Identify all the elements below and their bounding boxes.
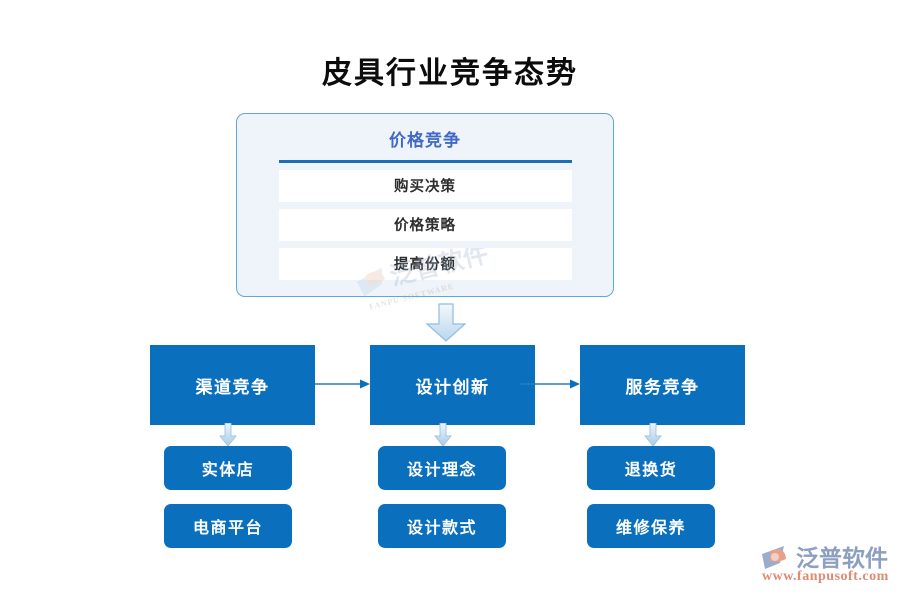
- card-list-item[interactable]: 价格策略: [278, 208, 572, 241]
- price-competition-card: 价格竞争 购买决策 价格策略 提高份额: [236, 113, 614, 297]
- fanpu-swoosh-logo-icon: [762, 546, 786, 569]
- sub-box-design-concept[interactable]: 设计理念: [378, 446, 506, 490]
- page-title: 皮具行业竞争态势: [322, 57, 578, 90]
- logo-brand-text: 泛普软件: [796, 546, 888, 571]
- sub-box-ecommerce-platform[interactable]: 电商平台: [164, 504, 292, 548]
- price-card-title: 价格竞争: [389, 131, 461, 150]
- card-list-item[interactable]: 提高份额: [278, 247, 572, 280]
- main-box-channel-competition[interactable]: 渠道竞争: [150, 345, 315, 425]
- arrow-right-icon: [315, 379, 370, 389]
- sub-box-physical-store[interactable]: 实体店: [164, 446, 292, 490]
- arrow-down-icon: [219, 423, 237, 447]
- arrow-down-icon: [434, 423, 452, 447]
- arrow-right-icon: [520, 379, 580, 389]
- arrow-down-icon: [644, 423, 662, 447]
- card-divider: [278, 160, 572, 163]
- logo-url-text: www.fanpusoft.com: [762, 569, 889, 584]
- card-list-item[interactable]: 购买决策: [278, 169, 572, 202]
- sub-box-repair-maintenance[interactable]: 维修保养: [587, 504, 715, 548]
- sub-box-returns-exchanges[interactable]: 退换货: [587, 446, 715, 490]
- fanpu-logo[interactable]: 泛普软件 www.fanpusoft.com: [760, 537, 892, 589]
- sub-box-design-style[interactable]: 设计款式: [378, 504, 506, 548]
- arrow-down-icon: [425, 303, 467, 342]
- main-box-design-innovation[interactable]: 设计创新: [370, 345, 535, 425]
- main-box-service-competition[interactable]: 服务竞争: [580, 345, 745, 425]
